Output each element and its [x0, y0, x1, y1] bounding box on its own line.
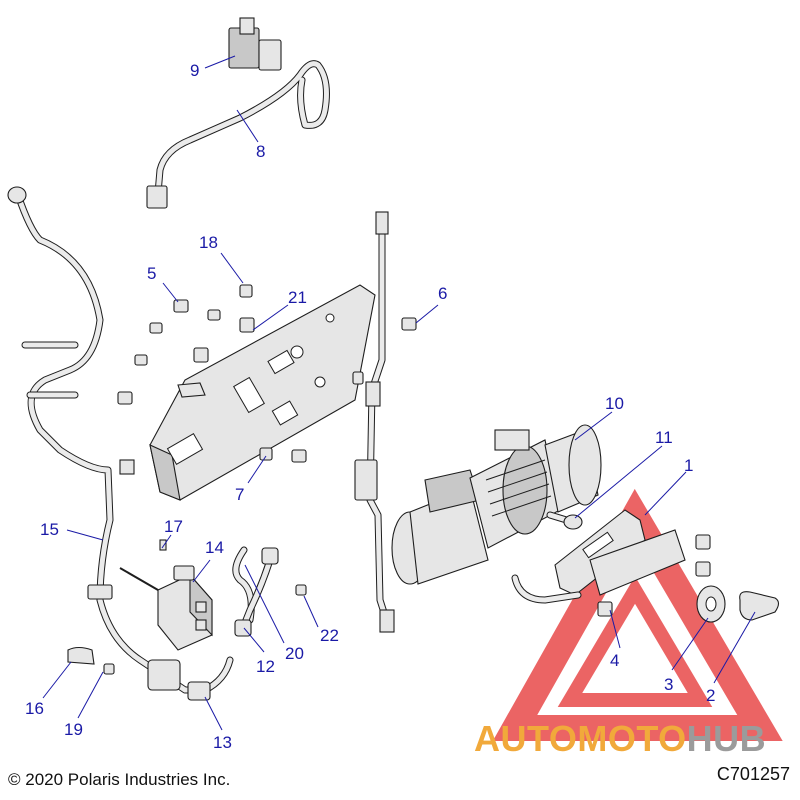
callout-20: 20 — [285, 644, 304, 663]
callout-9: 9 — [190, 61, 199, 80]
callout-12: 12 — [256, 657, 275, 676]
diagram-code: C701257 — [716, 764, 790, 784]
callout-2: 2 — [706, 686, 715, 705]
harness-top — [146, 17, 330, 209]
leader-lines — [42, 55, 756, 731]
callout-16: 16 — [25, 699, 44, 718]
callout-14: 14 — [205, 538, 224, 557]
callout-13: 13 — [213, 733, 232, 752]
callout-8: 8 — [256, 142, 265, 161]
watermark-logo — [492, 488, 783, 741]
strap — [546, 511, 583, 530]
solenoid — [119, 565, 213, 651]
callout-17: 17 — [164, 517, 183, 536]
watermark-text-part1: AUTOMOTO — [474, 718, 687, 759]
callout-1: 1 — [684, 456, 693, 475]
harness-vertical — [354, 211, 395, 633]
harness-left — [7, 186, 234, 701]
battery-cables — [232, 546, 279, 637]
clamp — [67, 646, 95, 665]
callout-7: 7 — [235, 485, 244, 504]
watermark-text: AUTOMOTOHUB — [474, 718, 766, 760]
callout-15: 15 — [40, 520, 59, 539]
fasteners — [103, 284, 417, 675]
watermark-text-part2: HUB — [686, 718, 767, 759]
callout-4: 4 — [610, 651, 619, 670]
callout-3: 3 — [664, 675, 673, 694]
fairlead-parts — [511, 509, 780, 623]
copyright-notice: © 2020 Polaris Industries Inc. — [8, 770, 231, 789]
callout-21: 21 — [288, 288, 307, 307]
callout-10: 10 — [605, 394, 624, 413]
winch — [391, 424, 602, 585]
callout-6: 6 — [438, 284, 447, 303]
callout-19: 19 — [64, 720, 83, 739]
callout-18: 18 — [199, 233, 218, 252]
callout-22: 22 — [320, 626, 339, 645]
callout-5: 5 — [147, 264, 156, 283]
mounting-plate — [149, 284, 376, 501]
callouts: 1 2 3 4 5 6 7 8 9 10 11 12 13 14 15 16 1… — [25, 61, 715, 752]
callout-11: 11 — [655, 428, 673, 447]
